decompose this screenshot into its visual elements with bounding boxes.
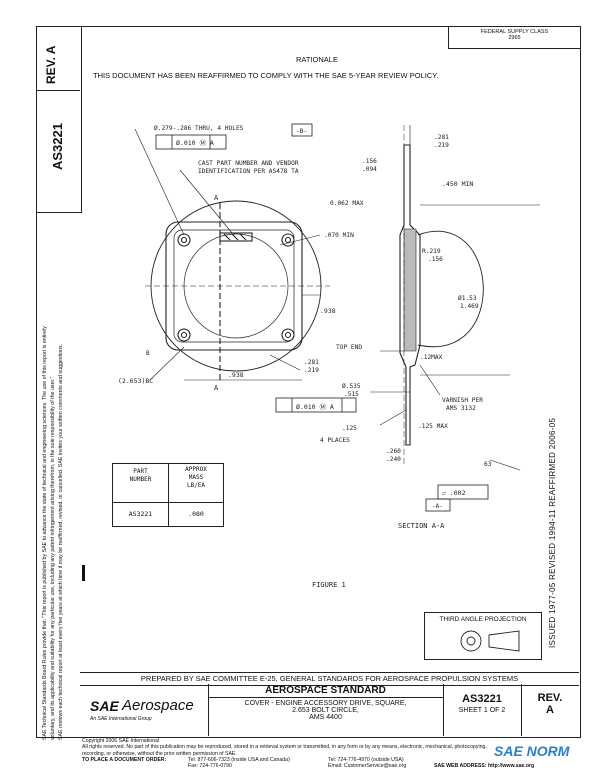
dim-938-vertical: .938 — [320, 307, 336, 315]
cast-part-label: CAST PART NUMBER AND VENDOR — [198, 160, 299, 167]
table-cell-part: AS3221 — [128, 510, 153, 518]
order-label: TO PLACE A DOCUMENT ORDER: — [82, 757, 167, 764]
dim-240: .240 — [386, 456, 401, 463]
section-view — [399, 125, 540, 465]
dim-r219: R.219 — [422, 248, 441, 255]
title-block: SAE Aerospace An SAE International Group… — [80, 684, 579, 736]
footer-rev-label: REV. — [537, 692, 563, 704]
rationale-title: RATIONALE — [296, 55, 338, 64]
tel-inside: Tel: 877-606-7323 (inside USA and Canada… — [188, 757, 290, 764]
callout-hole-box: -B- — [296, 128, 307, 135]
figure-label: FIGURE 1 — [312, 581, 346, 589]
projection-symbol — [460, 630, 520, 652]
dim-d515: .515 — [344, 391, 359, 398]
dim-450: .450 MIN — [442, 180, 473, 188]
dim-r156: .156 — [428, 256, 443, 263]
margin-mark — [82, 565, 85, 581]
copyright-block: Copyright 2006 SAE International All rig… — [82, 738, 535, 770]
standard-title: AEROSPACE STANDARD — [208, 684, 443, 698]
issue-history: ISSUED 1977-05 REVISED 1994-11 REAFFIRME… — [548, 417, 557, 648]
dim-094: .094 — [362, 166, 377, 173]
dim-070: .070 MIN — [324, 232, 354, 239]
mass-table: PART NUMBER APPROX MASS LB/EA AS3221 .08… — [112, 463, 224, 527]
footer-rev-value: A — [546, 704, 554, 716]
dim-281-bottom: .281 — [304, 359, 319, 366]
third-angle-box: THIRD ANGLE PROJECTION — [424, 612, 542, 660]
title-rev: REV. A — [521, 684, 579, 736]
prepared-by: PREPARED BY SAE COMMITTEE E-25, GENERAL … — [80, 672, 579, 686]
logo-aerospace: Aerospace — [122, 697, 194, 714]
fcf-hole: Ø.010 Ⓜ A — [176, 139, 214, 147]
page-border — [36, 26, 581, 738]
dim-062: 0.062 MAX — [330, 200, 364, 207]
rev-block — [36, 26, 80, 91]
description-line1: COVER - ENGINE ACCESSORY DRIVE, SQUARE, — [244, 700, 407, 707]
email: Email: CustomerService@sae.org — [328, 763, 407, 770]
table-header-part: PART NUMBER — [129, 468, 152, 483]
four-places: 4 PLACES — [320, 437, 350, 444]
datum-a: -A- — [432, 503, 443, 510]
margin-text-1: SAE Technical Standards Board Rules prov… — [42, 326, 48, 740]
label-a-bottom: A — [214, 384, 219, 392]
dim-219-top: .219 — [434, 142, 449, 149]
rev-label-vertical: REV. A — [44, 46, 58, 84]
dim-d535: Ø.535 — [342, 382, 361, 390]
title-docnum: AS3221 SHEET 1 OF 2 — [443, 684, 522, 736]
table-cell-mass: .080 — [188, 510, 204, 518]
front-view — [145, 200, 330, 380]
callout-hole: Ø.279-.286 THRU, 4 HOLES — [154, 124, 244, 132]
footer-doc-number: AS3221 — [462, 693, 502, 705]
dim-12max: .12MAX — [420, 354, 443, 361]
top-end-label: TOP END — [336, 344, 362, 351]
sae-logo: SAE Aerospace An SAE International Group — [80, 684, 209, 736]
dim-125max: .125 MAX — [418, 423, 448, 430]
web-address: SAE WEB ADDRESS: http://www.sae.org — [434, 763, 535, 770]
rev-value: A — [44, 45, 58, 55]
dim-219-bottom: .219 — [304, 367, 319, 374]
dim-938-horizontal: .938 — [228, 371, 244, 379]
fsc-code: 2965 — [508, 35, 521, 41]
description-line3: AMS 4400 — [309, 714, 342, 721]
engineering-drawing: Ø.279-.286 THRU, 4 HOLES -B- Ø.010 Ⓜ A C… — [118, 123, 540, 589]
dim-63: 63 — [484, 461, 492, 468]
varnish-label: VARNISH PER — [442, 397, 483, 404]
section-label: SECTION A-A — [398, 522, 445, 530]
fsc-box: FEDERAL SUPPLY CLASS 2965 — [448, 26, 580, 49]
fsc-label: FEDERAL SUPPLY CLASS — [480, 29, 549, 35]
flatness-callout: ▱ .002 — [442, 489, 466, 497]
dim-125: .125 — [342, 425, 357, 432]
sae-norm-watermark: SAE NORM — [494, 743, 570, 759]
rev-label: REV. — [44, 57, 58, 84]
third-angle-label: THIRD ANGLE PROJECTION — [439, 616, 527, 623]
sheet-label: SHEET 1 OF 2 — [458, 707, 506, 714]
fax: Fax: 724-776-0790 — [188, 763, 232, 770]
fcf-bottom: Ø.010 Ⓜ A — [296, 403, 334, 411]
dim-d1531: Ø1.53 — [458, 294, 477, 302]
logo-sae: SAE — [90, 698, 119, 714]
label-a-top: A — [214, 194, 219, 202]
title-center: AEROSPACE STANDARD COVER - ENGINE ACCESS… — [208, 684, 444, 736]
identification-label: IDENTIFICATION PER AS478 TA — [198, 168, 299, 175]
feature-control-frames — [155, 123, 489, 512]
table-header-mass: APPROX MASS LB/EA — [185, 466, 207, 489]
left-title-column — [36, 26, 82, 213]
dim-d1469: 1.469 — [460, 303, 479, 310]
dim-156: .156 — [362, 158, 377, 165]
tel-outside: Tel: 724-776-4970 (outside USA) — [328, 757, 404, 764]
doc-number-vertical: AS3221 — [50, 123, 65, 170]
bolt-circle: (2.653)BC — [118, 377, 153, 385]
margin-text-2: voluntary, and its applicability and sui… — [50, 376, 56, 740]
description-line2: 2.653 BOLT CIRCLE, — [292, 707, 359, 714]
rationale-text: THIS DOCUMENT HAS BEEN REAFFIRMED TO COM… — [93, 71, 439, 80]
ams3132-label: AMS 3132 — [446, 405, 476, 412]
dim-281-top: .281 — [434, 134, 449, 141]
label-b: B — [146, 350, 150, 357]
margin-text-3: SAE reviews each technical report at lea… — [58, 343, 64, 740]
dim-260: .260 — [386, 448, 401, 455]
logo-tagline: An SAE International Group — [90, 716, 152, 722]
